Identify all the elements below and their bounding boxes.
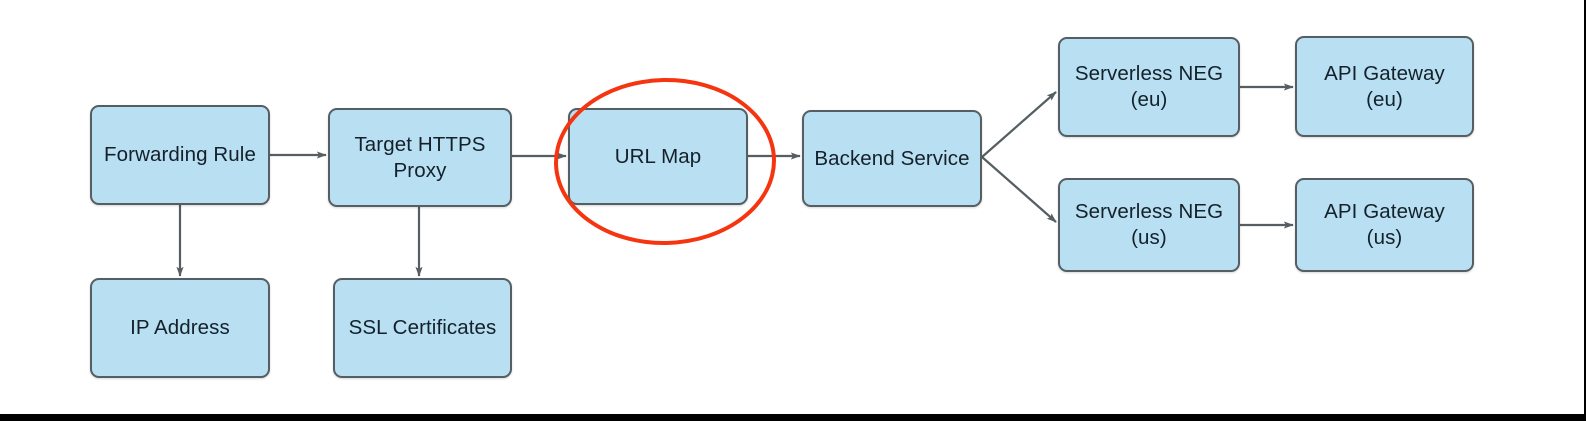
node-url-map[interactable]: URL Map <box>568 108 748 205</box>
bottom-frame-bar <box>0 414 1586 421</box>
node-ssl-certificates[interactable]: SSL Certificates <box>333 278 512 378</box>
node-forwarding-rule[interactable]: Forwarding Rule <box>90 105 270 205</box>
node-target-https-proxy[interactable]: Target HTTPS Proxy <box>328 108 512 207</box>
url-map-highlight-ellipse-annotation <box>552 75 778 248</box>
node-serverless-neg-eu[interactable]: Serverless NEG (eu) <box>1058 37 1240 137</box>
right-frame-edge <box>1584 0 1586 421</box>
node-ip-address[interactable]: IP Address <box>90 278 270 378</box>
node-backend-service[interactable]: Backend Service <box>802 110 982 207</box>
edge-backend-service-to-serverless-neg-us <box>981 156 1057 223</box>
node-api-gateway-eu[interactable]: API Gateway (eu) <box>1295 36 1474 137</box>
node-serverless-neg-us[interactable]: Serverless NEG (us) <box>1058 178 1240 272</box>
edge-backend-service-to-serverless-neg-eu <box>981 91 1057 158</box>
node-api-gateway-us[interactable]: API Gateway (us) <box>1295 178 1474 272</box>
